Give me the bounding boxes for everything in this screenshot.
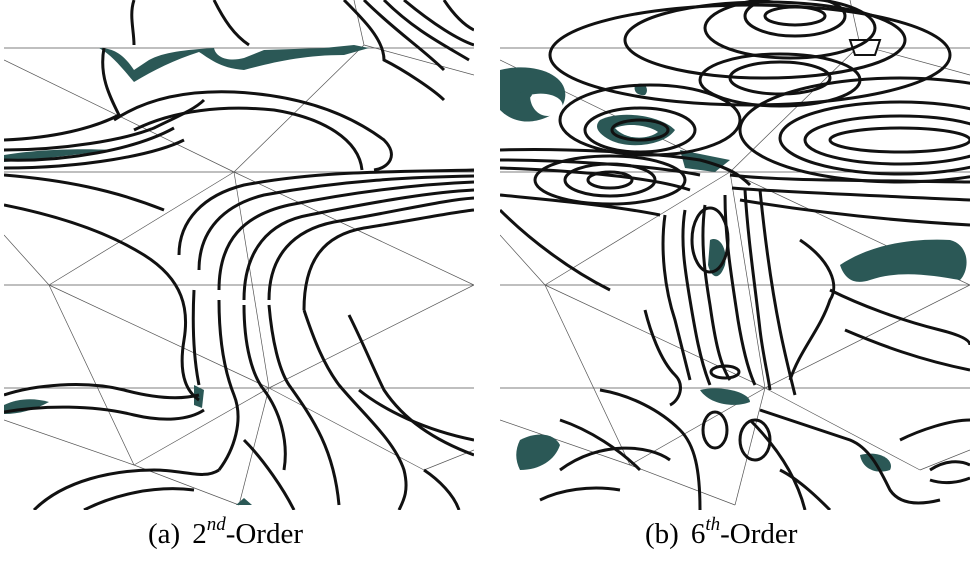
- caption-b-order: 6: [690, 518, 706, 550]
- caption-b-suffix: -Order: [720, 518, 798, 550]
- caption-b: (b) 6th-Order: [645, 515, 798, 551]
- panel-b-image: [500, 0, 970, 510]
- caption-a-superscript: nd: [206, 514, 226, 535]
- caption-a-suffix: -Order: [225, 518, 303, 550]
- caption-b-label: (b): [645, 518, 679, 550]
- caption-a: (a) 2nd-Order: [148, 515, 303, 551]
- contour-lines: [4, 0, 474, 510]
- panel-a-plot: [4, 0, 474, 510]
- caption-a-label: (a): [148, 518, 181, 550]
- caption-a-order: 2: [192, 518, 207, 550]
- panel-a-image: [4, 0, 474, 510]
- panel-b-plot: [500, 0, 970, 510]
- mesh-lines: [4, 0, 474, 506]
- caption-b-superscript: th: [705, 514, 721, 535]
- contour-lines: [500, 0, 970, 510]
